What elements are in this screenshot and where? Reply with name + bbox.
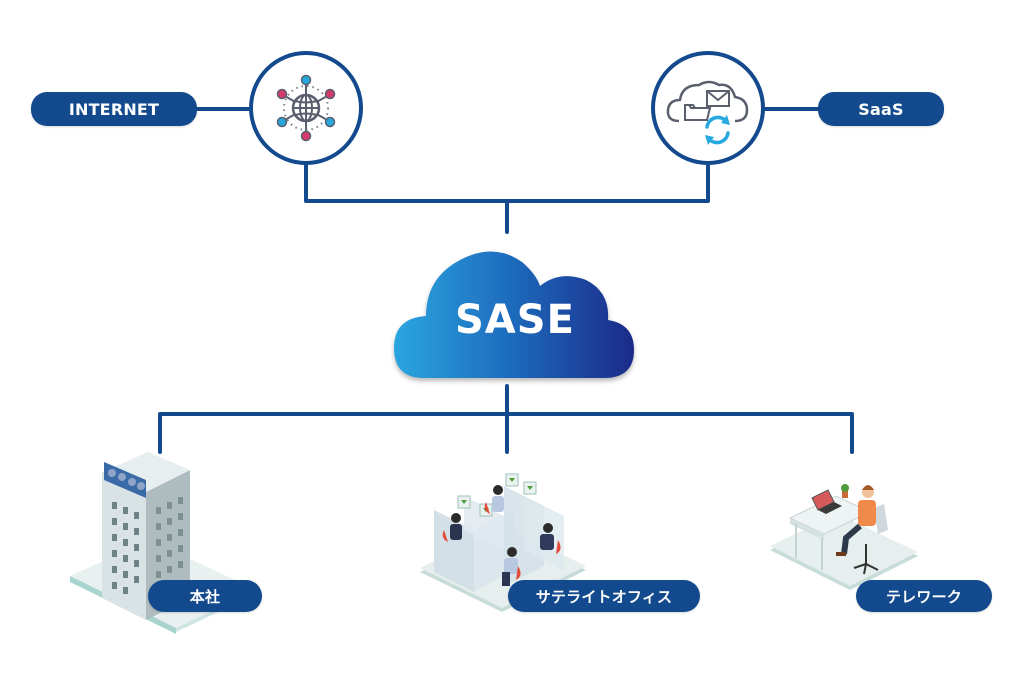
headquarters-label-text: 本社: [189, 587, 221, 606]
saas-label: SaaS: [818, 92, 944, 126]
internet-node: [249, 51, 363, 165]
cloud-mail-folder-sync-icon: [666, 80, 749, 145]
saas-node: [651, 51, 765, 165]
globe-network-icon: [276, 74, 336, 142]
saas-label-text: SaaS: [858, 99, 904, 119]
satellite-office-label-text: サテライトオフィス: [535, 587, 673, 606]
internet-label: INTERNET: [31, 92, 197, 126]
telework-label-text: テレワーク: [885, 587, 962, 606]
satellite-office-label: サテライトオフィス: [508, 580, 700, 612]
connector-top-bracket: [304, 160, 710, 203]
telework-illustration: [770, 484, 918, 590]
headquarters-label: 本社: [148, 580, 262, 612]
sase-cloud-icon: [394, 251, 634, 378]
internet-label-text: INTERNET: [68, 99, 160, 119]
telework-label: テレワーク: [856, 580, 992, 612]
satellite-office-illustration: [420, 473, 586, 612]
connector-bottom-bracket: [158, 412, 854, 454]
sase-title: SASE: [455, 297, 575, 343]
